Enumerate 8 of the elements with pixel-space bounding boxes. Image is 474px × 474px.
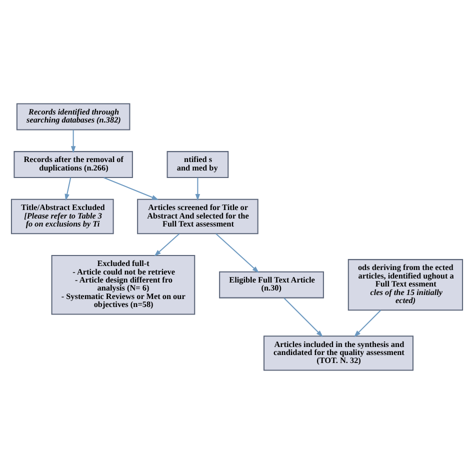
arrow	[195, 178, 200, 201]
arrow	[354, 310, 382, 338]
arrow	[64, 178, 72, 201]
arrow	[70, 130, 76, 153]
arrow	[216, 233, 260, 273]
arrow	[104, 177, 159, 200]
arrow	[284, 298, 323, 337]
arrow	[154, 233, 180, 256]
